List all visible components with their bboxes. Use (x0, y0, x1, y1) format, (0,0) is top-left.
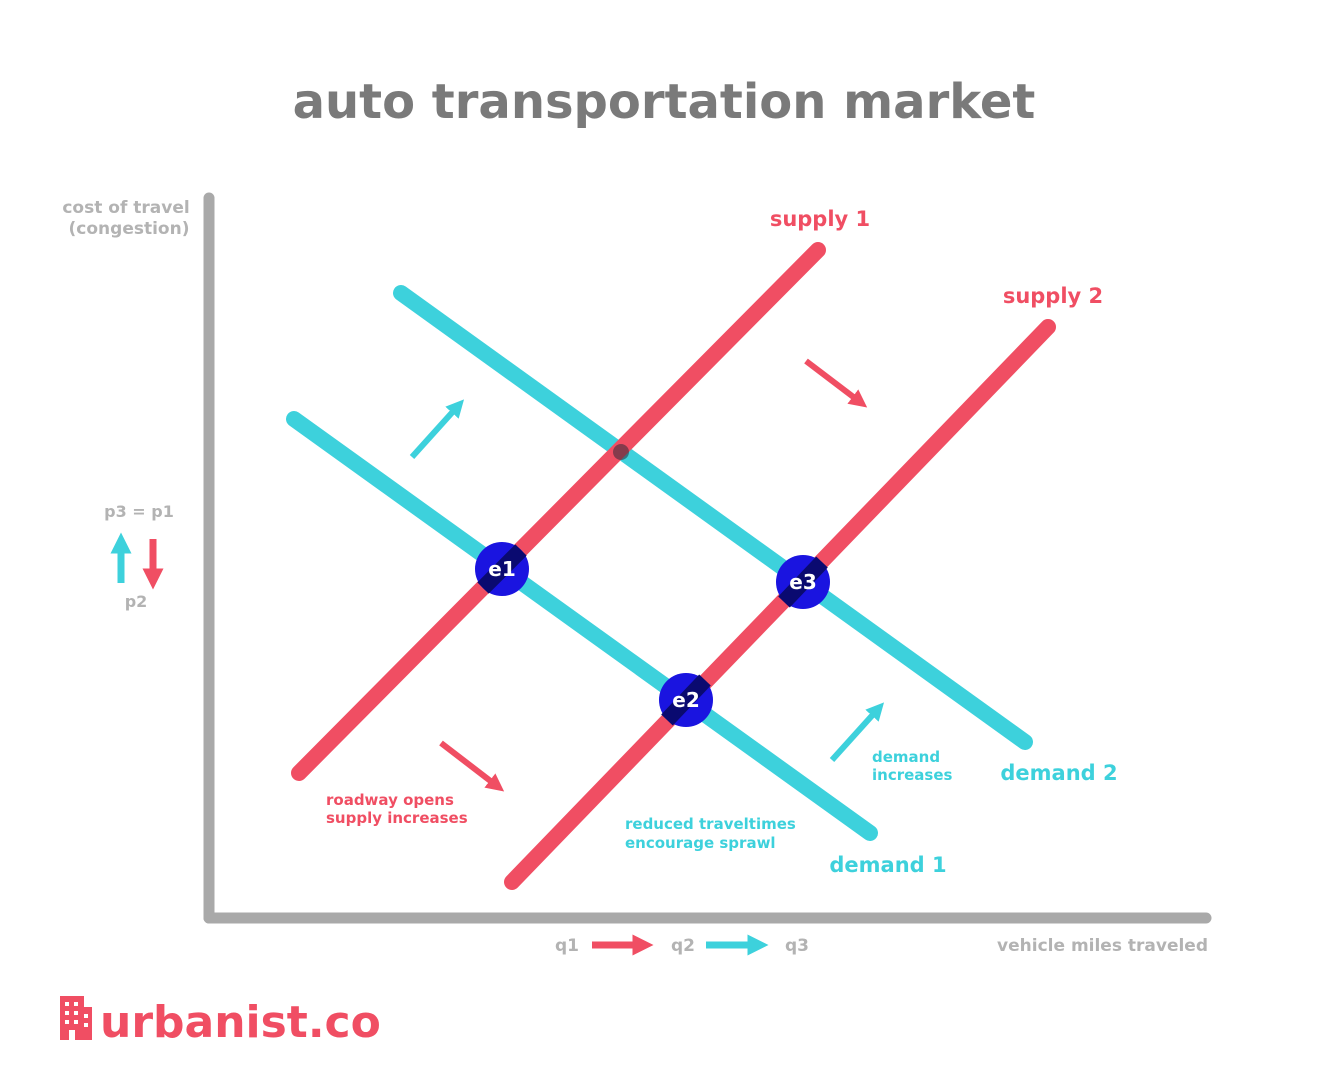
page-title: auto transportation market (293, 74, 1036, 130)
quantity-q1-label: q1 (555, 936, 579, 956)
supply-shift-note-line-2: supply increases (326, 809, 468, 827)
sprawl-note-line-2: encourage sprawl (625, 834, 776, 852)
equilibrium-e2-overlap (661, 674, 711, 726)
equilibrium-e1-label: e1 (488, 557, 515, 581)
sprawl-note-line-1: reduced traveltimes (625, 815, 796, 833)
equilibrium-e2-label: e2 (672, 688, 699, 712)
supply-shift-note: roadway opens supply increases (326, 791, 468, 827)
supply-2-label: supply 2 (1003, 284, 1103, 308)
brand-name: urbanist.co (100, 997, 381, 1048)
supply-shift-arrow-upper (804, 358, 868, 408)
price-legend-bottom: p2 (125, 592, 148, 611)
demand-2-label: demand 2 (1000, 761, 1117, 785)
supply-shift-arrow-lower (439, 740, 505, 792)
supply-2-curve (504, 319, 1056, 890)
equilibrium-e2: e2 (659, 673, 713, 727)
demand-shift-note-line-1: demand (872, 748, 940, 766)
demand-shift-note: demand increases (872, 748, 953, 784)
sprawl-note: reduced traveltimes encourage sprawl (625, 815, 801, 852)
supply-1-label: supply 1 (770, 207, 870, 231)
y-axis-label-line-1: cost of travel (62, 198, 189, 218)
curve-overlap-mark (613, 444, 629, 460)
equilibrium-e3: e3 (776, 555, 830, 609)
demand-shift-arrow-lower (829, 702, 885, 763)
building-icon (60, 996, 92, 1040)
x-axis-label: vehicle miles traveled (997, 936, 1208, 956)
price-legend-top: p3 = p1 (104, 502, 174, 521)
demand-1-label: demand 1 (829, 853, 946, 877)
price-legend: p3 = p1 p2 (104, 502, 174, 611)
demand-shift-note-line-2: increases (872, 766, 953, 784)
supply-shift-note-line-1: roadway opens (326, 791, 454, 809)
y-axis-label: cost of travel (congestion) (62, 198, 195, 239)
demand-shift-arrow-upper (409, 399, 465, 460)
quantity-q2-label: q2 (671, 936, 695, 956)
supply-1-curve (291, 242, 826, 781)
equilibrium-e1-overlap (477, 544, 527, 594)
demand-1-curve (286, 411, 878, 841)
quantity-legend: q1 q2 q3 (555, 934, 809, 956)
quantity-q3-label: q3 (785, 936, 809, 956)
y-axis-label-line-2: (congestion) (69, 219, 190, 239)
equilibrium-e3-label: e3 (789, 570, 816, 594)
equilibrium-e1: e1 (475, 542, 529, 596)
equilibrium-e3-overlap (778, 556, 828, 608)
brand-logo: urbanist.co (60, 996, 381, 1048)
demand-2-curve (393, 285, 1033, 750)
